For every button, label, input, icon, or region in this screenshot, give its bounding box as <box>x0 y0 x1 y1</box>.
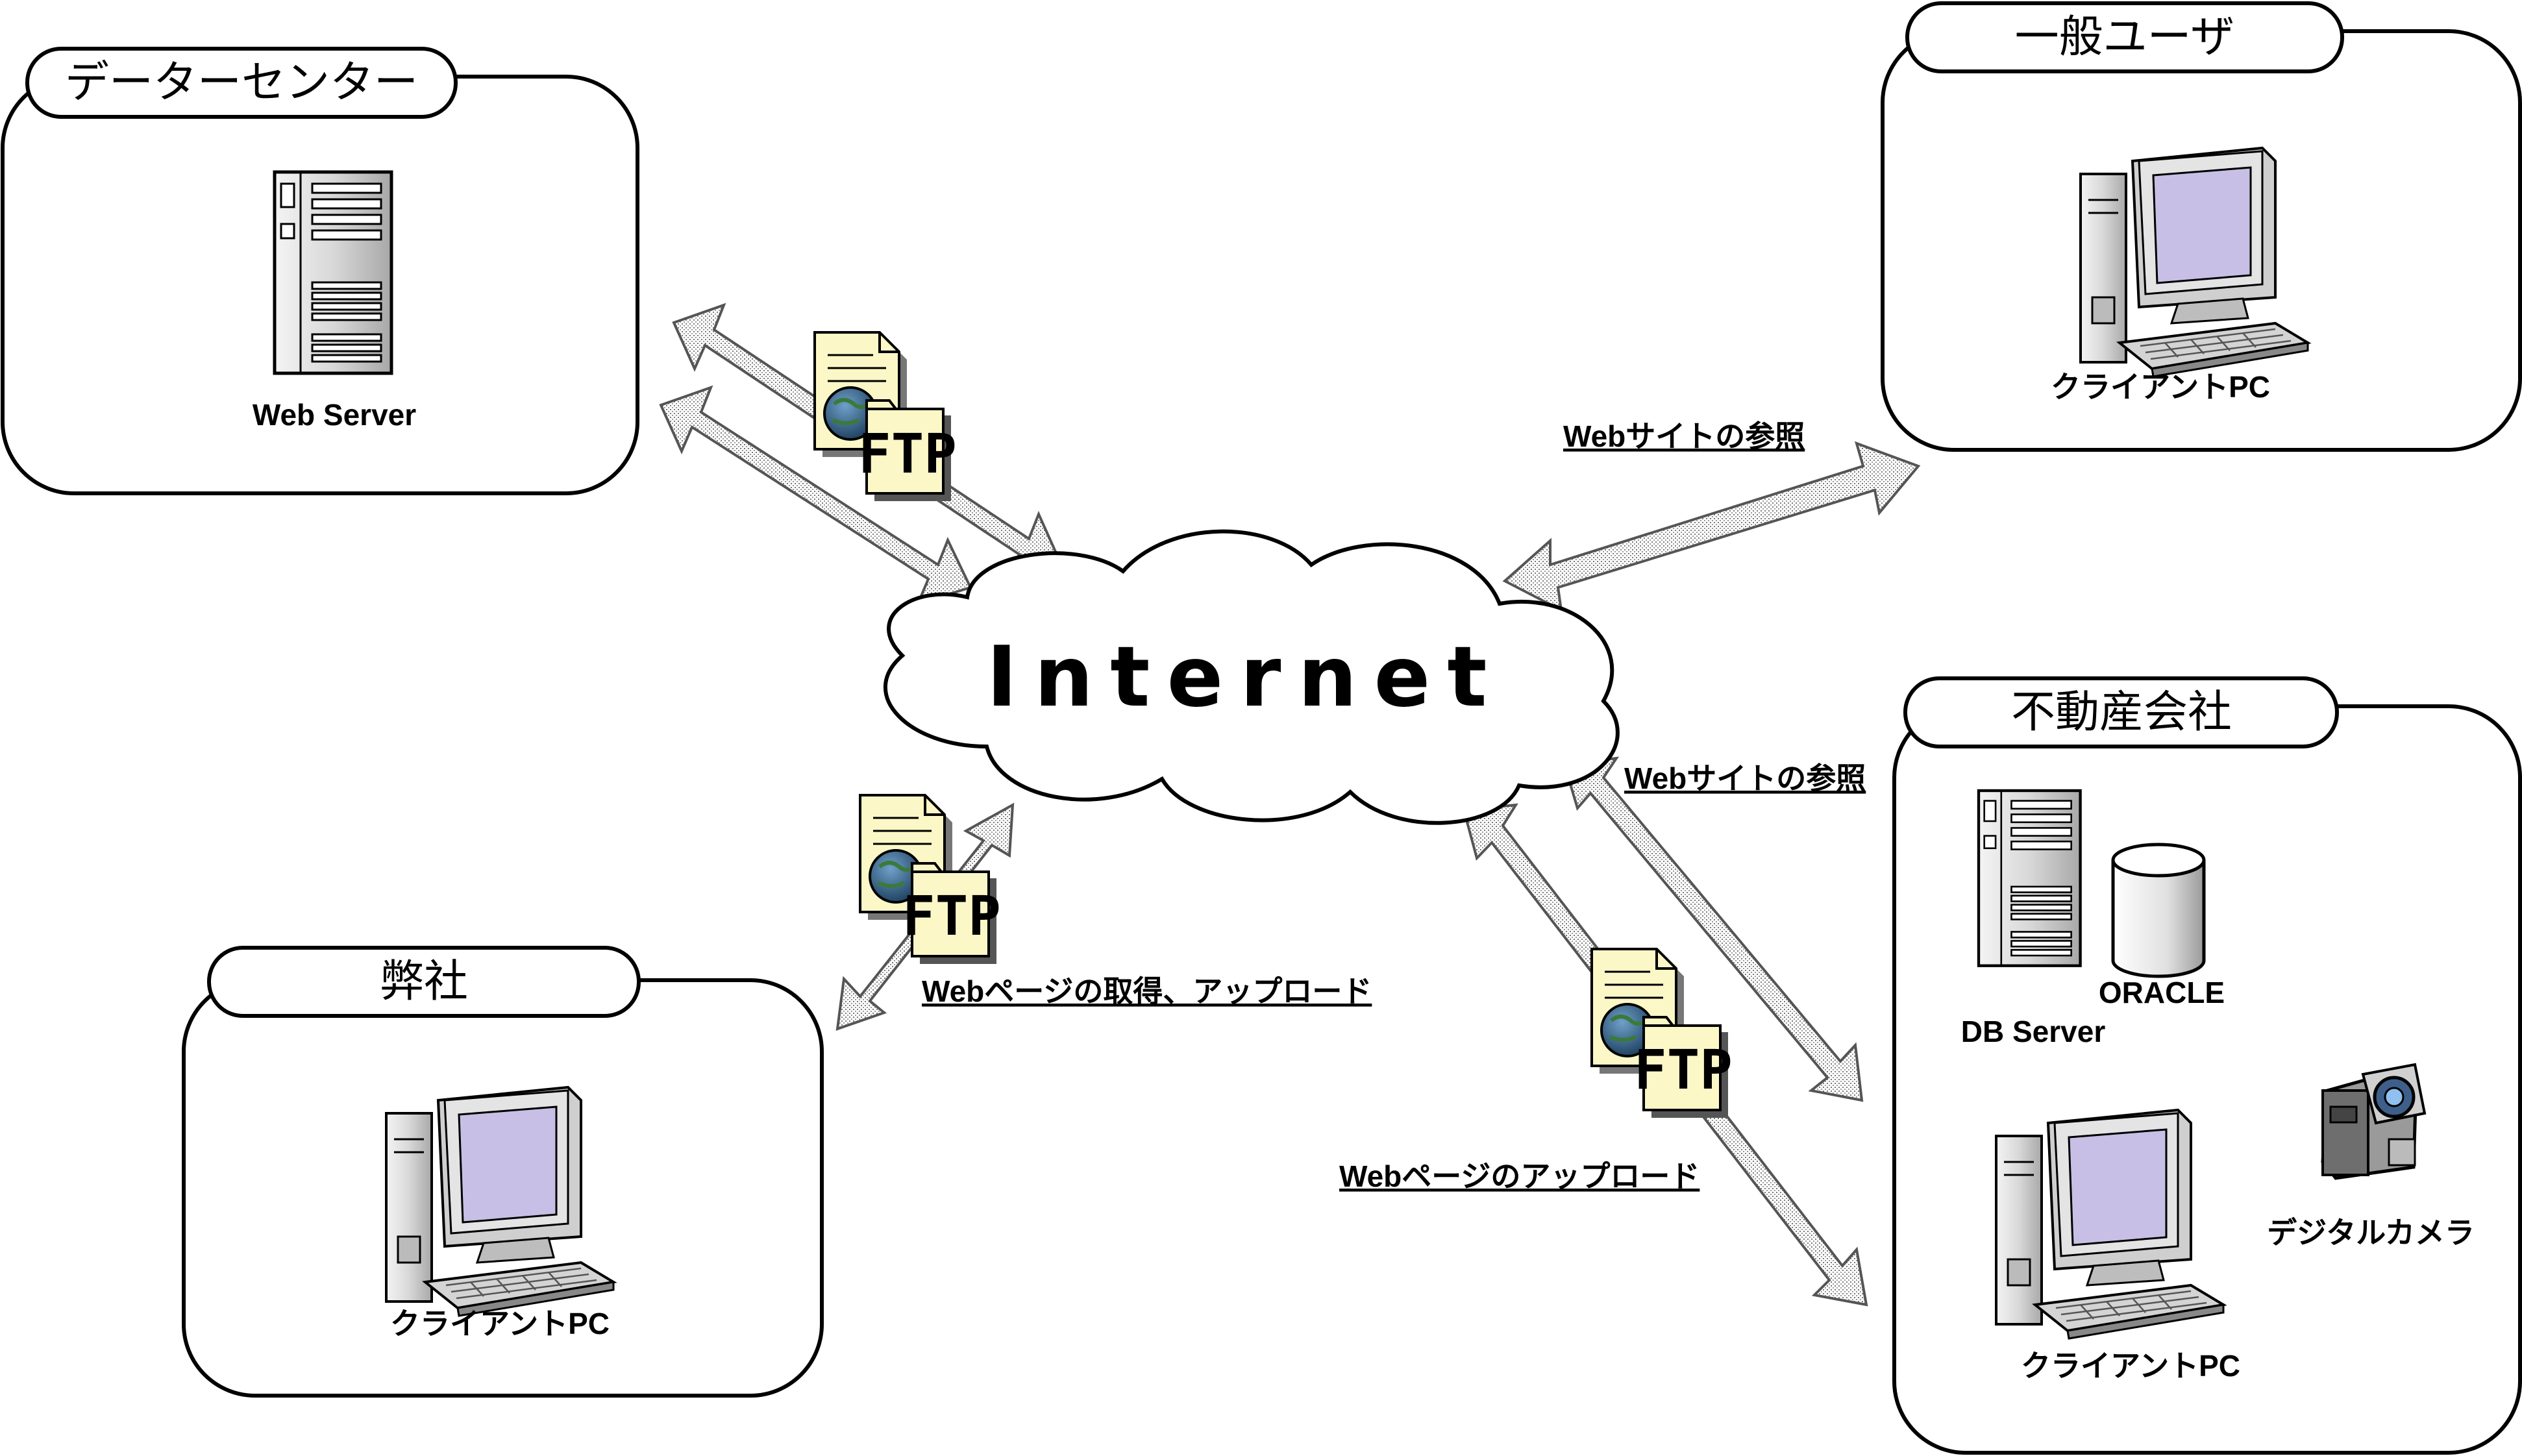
oracle-caption: ORACLE <box>2099 976 2225 1009</box>
client-pc-icon <box>1995 1109 2225 1340</box>
ftp-badge-realestate: FTP <box>1592 949 1733 1118</box>
zone-real-estate-tab <box>1903 676 2339 748</box>
link-label-realestate-upload: Webページのアップロード <box>1339 1159 1700 1193</box>
zone-general-user: 一般ユーザ クライアントPC <box>1881 1 2522 452</box>
client-pc-caption: クライアントPC <box>2051 370 2270 404</box>
client-pc-icon <box>2079 147 2309 378</box>
web-server-icon <box>275 172 391 373</box>
link-label-company-transfer: Webページの取得、アップロード <box>922 974 1372 1008</box>
internet-cloud: Internet <box>883 529 1620 825</box>
zone-datacenter: データーセンター Web Server <box>1 47 639 495</box>
ftp-label: FTP <box>858 422 957 486</box>
zone-general-user-title: 一般ユーザ <box>2015 12 2235 63</box>
ftp-badge-datacenter: FTP <box>815 332 957 501</box>
ftp-badge-company: FTP <box>860 795 1001 964</box>
ftp-label: FTP <box>1634 1038 1733 1102</box>
client-pc-caption: クライアントPC <box>390 1307 610 1340</box>
zone-our-company-tab <box>207 946 641 1018</box>
digital-camera-caption: デジタルカメラ <box>2267 1216 2475 1250</box>
client-pc-icon <box>385 1086 615 1317</box>
zone-real-estate-title: 不動産会社 <box>2011 687 2232 738</box>
arrow-realestate-browse <box>1563 756 1864 1102</box>
internet-label: Internet <box>987 629 1504 726</box>
arrow-user-browse <box>1502 441 1921 613</box>
link-label-user-browse: Webサイトの参照 <box>1563 419 1805 453</box>
zone-datacenter-tab <box>25 47 458 119</box>
link-label-realestate-browse: Webサイトの参照 <box>1624 761 1866 795</box>
digital-camera-icon <box>2321 1063 2427 1180</box>
zone-our-company: 弊社 クライアントPC <box>182 946 824 1398</box>
oracle-database-icon <box>2111 843 2206 978</box>
zone-real-estate: 不動産会社 DB Server ORACLE クライアントPC デジタルカメラ <box>1892 676 2522 1455</box>
zone-general-user-tab <box>1905 1 2344 73</box>
db-server-caption: DB Server <box>1961 1015 2106 1048</box>
db-server-icon <box>1979 791 2081 966</box>
ftp-label: FTP <box>902 884 1001 948</box>
zone-datacenter-title: データーセンター <box>65 57 418 108</box>
web-server-caption: Web Server <box>253 398 416 432</box>
zone-our-company-title: 弊社 <box>380 956 468 1007</box>
client-pc-caption: クライアントPC <box>2021 1349 2240 1383</box>
